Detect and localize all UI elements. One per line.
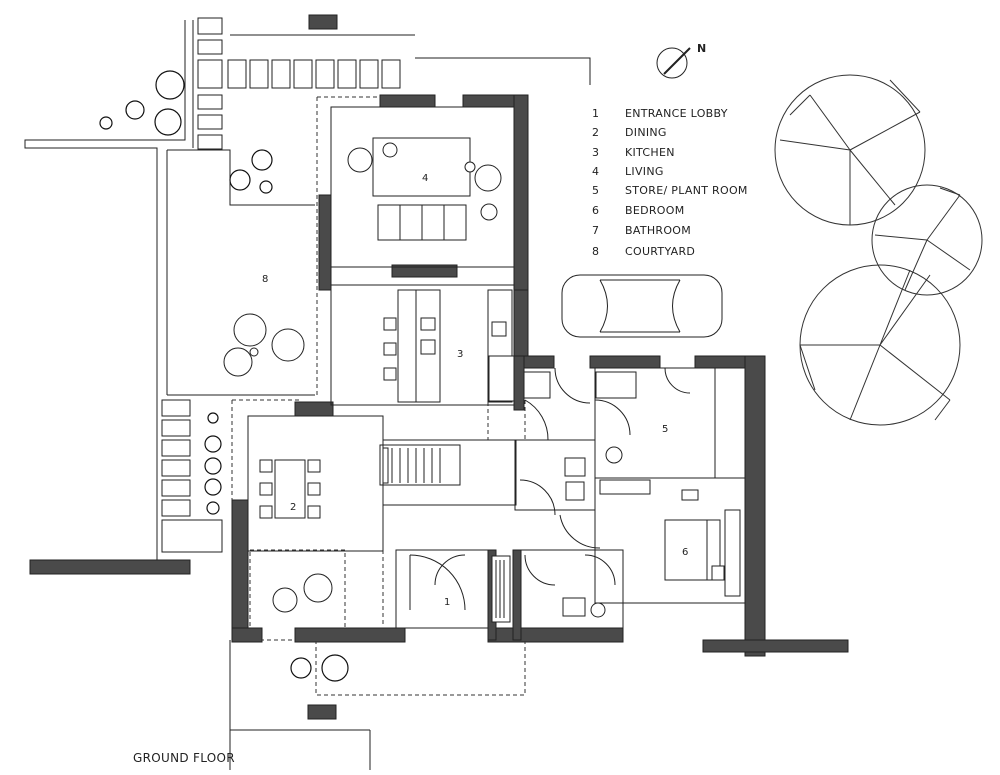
north-arrow: N — [656, 42, 707, 79]
trees — [774, 74, 983, 426]
drawing-title: GROUND FLOOR — [133, 751, 235, 765]
legend-number: 8 — [592, 245, 599, 258]
legend-number: 2 — [592, 126, 599, 139]
north-label: N — [697, 42, 707, 55]
room-label-dining: 2 — [290, 502, 296, 513]
legend-number: 4 — [592, 165, 599, 178]
car — [561, 274, 723, 338]
room-label-bedroom: 6 — [682, 547, 688, 558]
shrubs — [99, 70, 349, 682]
legend-number: 1 — [592, 107, 599, 120]
legend-name: COURTYARD — [625, 245, 695, 258]
room-label-courtyard: 8 — [262, 274, 268, 285]
legend-number: 6 — [592, 204, 599, 217]
legend-name: BATHROOM — [625, 224, 691, 237]
room-label-kitchen: 3 — [457, 349, 463, 360]
room-legend: 1 ENTRANCE LOBBY 2 DINING 3 KITCHEN 4 LI… — [592, 107, 748, 258]
furniture — [223, 137, 741, 623]
room-label-entrance: 1 — [444, 597, 450, 608]
legend-number: 5 — [592, 184, 599, 197]
room-labels: 1 2 3 4 5 6 8 — [262, 173, 688, 608]
door-swings — [409, 367, 691, 611]
legend-name: LIVING — [625, 165, 664, 178]
legend-name: KITCHEN — [625, 146, 675, 159]
paving-slabs-left — [161, 399, 223, 553]
legend-name: BEDROOM — [625, 204, 685, 217]
paving-slabs-top — [197, 14, 401, 150]
legend-name: STORE/ PLANT ROOM — [625, 184, 748, 197]
room-label-store: 5 — [662, 424, 668, 435]
legend-number: 7 — [592, 224, 599, 237]
legend-name: ENTRANCE LOBBY — [625, 107, 728, 120]
room-label-living: 4 — [422, 173, 428, 184]
legend-number: 3 — [592, 146, 599, 159]
legend-name: DINING — [625, 126, 667, 139]
